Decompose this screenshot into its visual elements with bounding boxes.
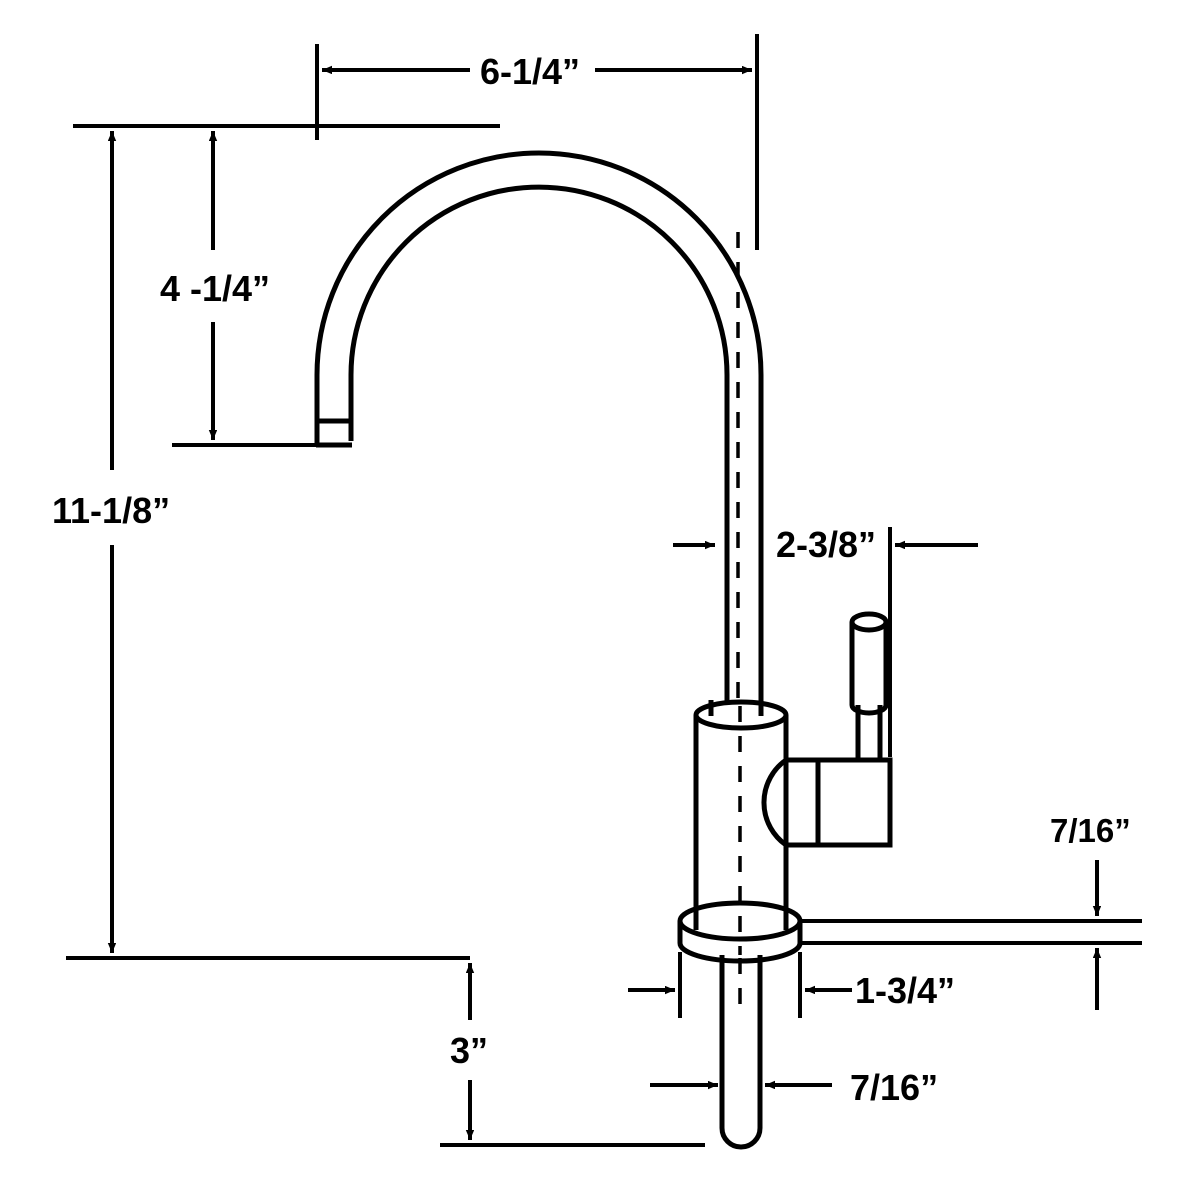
handle-lever-cylinder — [849, 622, 889, 705]
dim-label-shank-diameter: 7/16” — [850, 1067, 938, 1108]
body-cylinder — [693, 715, 789, 930]
handle-arm-block — [786, 757, 893, 848]
gooseneck-inner-wall — [348, 184, 730, 702]
dimension-shank-length — [440, 963, 705, 1147]
handle-lever-top-ellipse — [849, 611, 889, 633]
dim-label-base-diameter: 1-3/4” — [855, 970, 955, 1011]
dim-label-handle-offset: 2-3/8” — [776, 524, 876, 565]
dim-label-spout-reach: 6-1/4” — [480, 51, 580, 92]
dim-label-spout-height: 4 -1/4” — [160, 268, 270, 309]
dim-label-overall-height: 11-1/8” — [52, 490, 170, 531]
dimension-overall-height — [66, 131, 470, 960]
handle-hub-curve — [761, 757, 788, 848]
body-top-ellipse — [693, 699, 789, 731]
dimension-spout-height — [73, 124, 500, 447]
mounting-shank — [719, 955, 763, 1150]
gooseneck-outer-wall — [314, 150, 764, 702]
faucet-body-group — [314, 150, 893, 1150]
dim-label-deck-plate-thickness: 7/16” — [1050, 812, 1131, 849]
dimension-handle-offset — [673, 527, 978, 757]
handle-lever-bottom-curve — [849, 704, 889, 716]
dim-label-shank-length: 3” — [450, 1030, 488, 1071]
dimension-base-diameter — [628, 952, 852, 1018]
centerline-group — [736, 232, 742, 1010]
dimension-deck-plate-thickness — [800, 860, 1142, 1010]
